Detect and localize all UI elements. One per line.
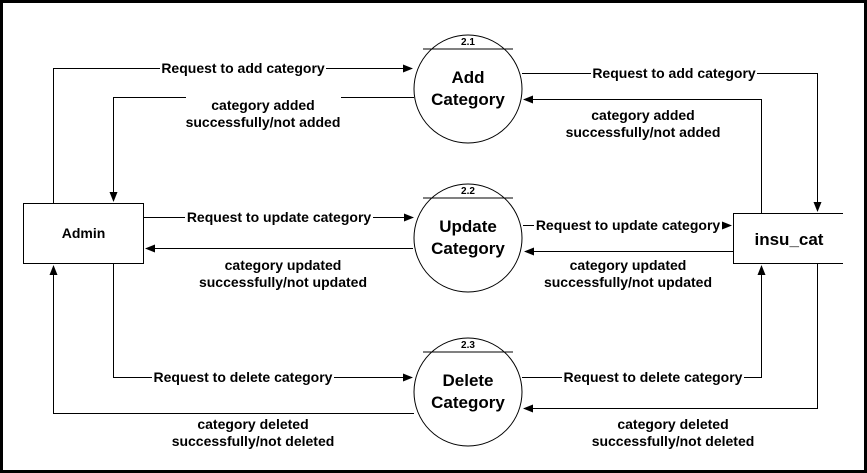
flow-label-line2: successfully/not added [566,124,721,140]
flow-label: Request to delete category [154,369,333,385]
process-name-line2: Category [431,90,505,109]
flow-update-request-right: Request to update category [523,217,732,233]
process-name-line2: Category [431,239,505,258]
process-number: 2.1 [461,37,475,48]
flow-label: Request to update category [187,209,372,225]
flow-delete-request-right: Request to delete category [522,265,766,385]
flow-label-line1: category deleted [617,416,728,432]
flow-update-response-left: category updated successfully/not update… [145,244,413,290]
process-add-category[interactable]: 2.1 Add Category [413,34,523,144]
flow-label-line1: category deleted [197,416,308,432]
process-number: 2.3 [461,340,475,351]
admin-label: Admin [62,225,106,241]
store-label: insu_cat [755,230,824,249]
flow-add-request-left: Request to add category [53,60,413,203]
flow-label-line2: successfully/not deleted [592,433,755,449]
flow-delete-response-right: category deleted successfully/not delete… [523,264,818,449]
flow-update-response-right: category updated successfully/not update… [524,247,733,290]
process-delete-category[interactable]: 2.3 Delete Category [413,337,523,447]
flow-add-response-left: category added successfully/not added [109,97,414,202]
process-update-category[interactable]: 2.2 Update Category [413,183,523,293]
flow-label-line2: successfully/not added [186,114,341,130]
flow-label: Request to delete category [564,369,743,385]
process-name-line1: Add [451,68,484,87]
flow-delete-response-left: category deleted successfully/not delete… [49,265,414,449]
flow-label-line2: successfully/not updated [199,274,367,290]
flow-label-line2: successfully/not deleted [172,433,335,449]
flow-add-request-right: Request to add category [522,65,822,212]
flow-label-line1: category updated [570,257,687,273]
flow-label-line1: category added [591,107,694,123]
insu-cat-store[interactable]: insu_cat [733,213,844,264]
flow-update-request-left: Request to update category [144,209,414,225]
flow-label: Request to update category [536,217,721,233]
process-name-line1: Delete [442,371,493,390]
flow-label: Request to add category [161,60,325,76]
flow-label-line2: successfully/not updated [544,274,712,290]
flow-label: Request to add category [592,65,756,81]
process-number: 2.2 [461,186,475,197]
flow-label-line1: category added [211,97,314,113]
flow-label-line1: category updated [225,257,342,273]
flow-delete-request-left: Request to delete category [113,264,413,385]
flow-add-response-right: category added successfully/not added [523,95,762,213]
process-name-line1: Update [439,217,497,236]
admin-entity[interactable]: Admin [23,203,144,264]
process-name-line2: Category [431,393,505,412]
